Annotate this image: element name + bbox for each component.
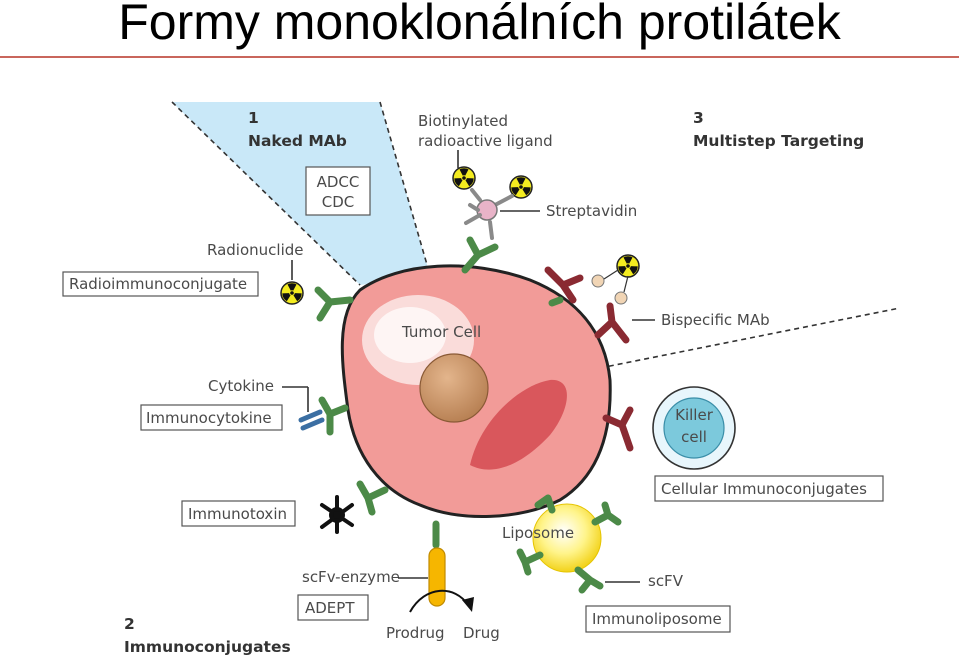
radionuclide-label: Radionuclide [207, 241, 304, 259]
antibody-icon [461, 236, 499, 274]
radioactive-icon [616, 254, 640, 278]
radioactive-icon [452, 166, 476, 190]
radioactive-icon [280, 281, 304, 305]
scfv-label: scFV [648, 572, 684, 590]
section3-number: 3 [693, 109, 704, 127]
enzyme-icon [428, 547, 446, 607]
section2-number: 2 [124, 615, 135, 633]
antibody-icon [534, 494, 556, 514]
antibody-icon [591, 501, 622, 526]
immunocytokine-label: Immunocytokine [146, 409, 272, 427]
cytokine-icon [298, 409, 325, 431]
section1-number: 1 [248, 109, 259, 127]
antibody-icon [314, 286, 354, 322]
immunocytokine-box [140, 404, 283, 431]
section2-title: Immunoconjugates [124, 638, 291, 656]
toxin-icon [320, 495, 354, 534]
page-title: Formy monoklonálních protilátek [118, 0, 841, 50]
immunotoxin-box [181, 500, 296, 527]
tumor-cell-label: Tumor Cell [401, 323, 481, 341]
title-divider [0, 56, 959, 58]
section3-title: Multistep Targeting [693, 132, 864, 150]
prodrug-label: Prodrug [386, 624, 445, 642]
immunotoxin-label: Immunotoxin [188, 505, 287, 523]
radioimmunoconjugate-label: Radioimmunoconjugate [69, 275, 247, 293]
section1-title: Naked MAb [248, 132, 347, 150]
nucleus [419, 353, 489, 423]
radioimmunoconjugate-box [62, 271, 259, 297]
antibody-icon [574, 566, 604, 594]
antibody-icon [516, 548, 544, 576]
adcc-label: ADCC [317, 173, 360, 191]
divider-dashed-right [599, 307, 901, 369]
divider-dashed-mid [379, 101, 431, 276]
cellular-immunoconjugates-label: Cellular Immunoconjugates [661, 480, 867, 498]
killer-cell-label-line2: cell [681, 428, 707, 446]
divider-dashed-left [171, 101, 361, 286]
drug-label: Drug [463, 624, 500, 642]
cellular-immunoconjugates-box [654, 475, 884, 502]
bispecific-antibody-icon [544, 266, 584, 304]
killer-cell-label-line1: Killer [675, 406, 714, 424]
biotinylated-label-line1: Biotinylated [418, 112, 508, 130]
adept-label: ADEPT [305, 599, 355, 617]
antibody-icon [318, 396, 349, 436]
organelle [470, 379, 567, 470]
bispecific-antibody-icon [594, 302, 630, 344]
adcc-cdc-box [305, 166, 371, 216]
naked-mab-region [172, 102, 430, 285]
immunoliposome-box [585, 605, 731, 633]
cdc-label: CDC [322, 193, 355, 211]
immunoliposome-label: Immunoliposome [592, 610, 722, 628]
antibody-icon [602, 406, 634, 452]
scfv-enzyme-label: scFv-enzyme [302, 568, 400, 586]
liposome-icon [532, 503, 602, 573]
liposome-label: Liposome [502, 524, 574, 542]
streptavidin-label: Streptavidin [546, 202, 637, 220]
cytokine-label: Cytokine [208, 377, 274, 395]
antibody-icon [356, 480, 389, 516]
adept-box [297, 594, 369, 621]
bispecific-label: Bispecific MAb [661, 311, 770, 329]
biotinylated-label-line2: radioactive ligand [418, 132, 553, 150]
